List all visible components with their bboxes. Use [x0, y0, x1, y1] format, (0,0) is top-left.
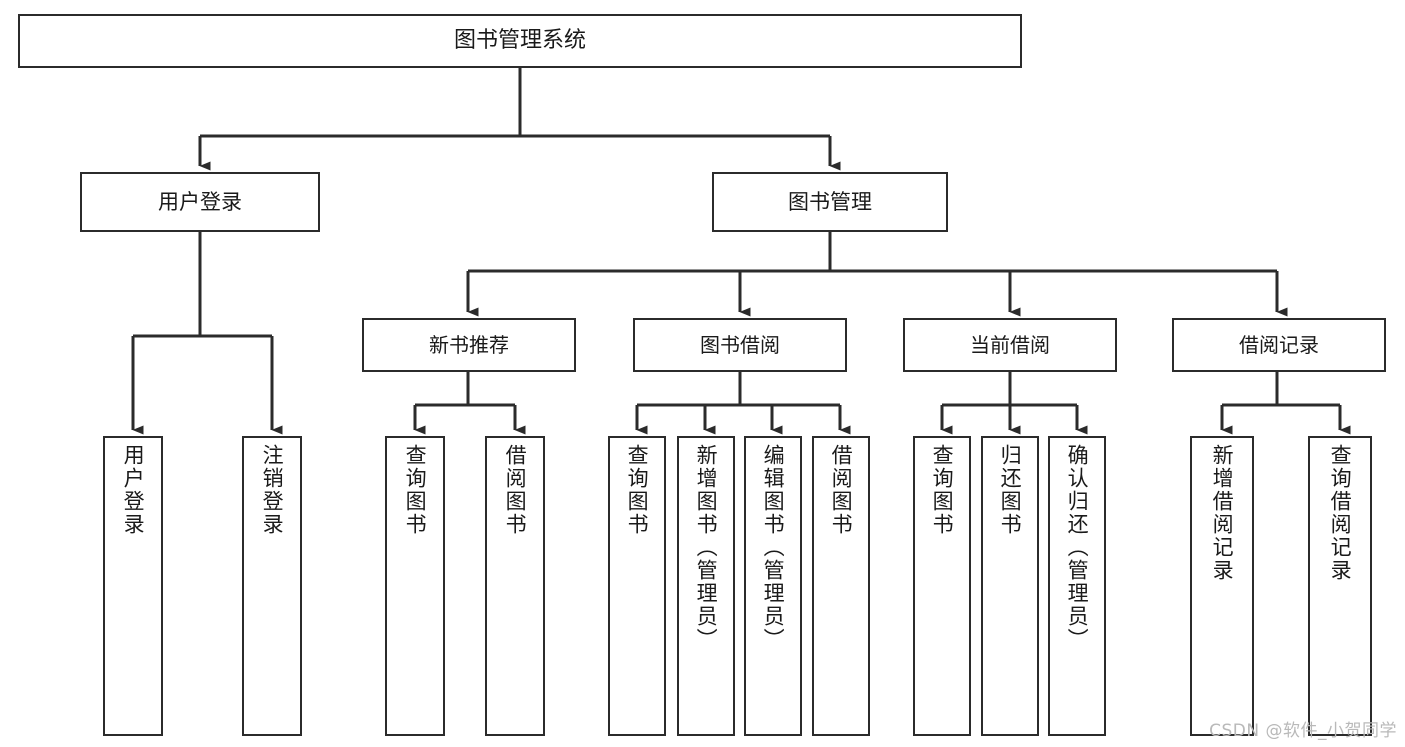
leaf-book-borrow-query[interactable]: 查询图书: [608, 436, 666, 736]
node-label: 用户登录: [121, 444, 146, 536]
node-label: 查询图书: [625, 444, 650, 536]
leaf-current-borrow-return[interactable]: 归还图书: [981, 436, 1039, 736]
node-book-borrow[interactable]: 图书借阅: [633, 318, 847, 372]
node-label: 确认归还（管理员）: [1065, 444, 1090, 651]
node-label: 注销登录: [260, 444, 285, 536]
node-label: 归还图书: [998, 444, 1023, 536]
leaf-user-login-signout[interactable]: 注销登录: [242, 436, 302, 736]
node-label: 借阅图书: [503, 444, 528, 536]
node-label: 新增借阅记录: [1210, 444, 1235, 582]
node-label: 查询图书: [403, 444, 428, 536]
leaf-new-book-borrow[interactable]: 借阅图书: [485, 436, 545, 736]
leaf-book-borrow-add[interactable]: 新增图书（管理员）: [677, 436, 735, 736]
csdn-watermark: CSDN @软件_小贺同学: [1209, 721, 1397, 741]
node-label: 编辑图书（管理员）: [761, 444, 786, 651]
node-user-login[interactable]: 用户登录: [80, 172, 320, 232]
node-label: 图书管理系统: [453, 28, 586, 54]
node-label: 用户登录: [158, 189, 242, 214]
node-label: 图书管理: [788, 189, 872, 214]
node-label: 新增图书（管理员）: [694, 444, 719, 651]
leaf-current-borrow-query[interactable]: 查询图书: [913, 436, 971, 736]
leaf-book-borrow-borrow[interactable]: 借阅图书: [812, 436, 870, 736]
node-label: 查询借阅记录: [1328, 444, 1353, 582]
leaf-current-borrow-confirm-return[interactable]: 确认归还（管理员）: [1048, 436, 1106, 736]
node-label: 借阅图书: [829, 444, 854, 536]
node-label: 查询图书: [930, 444, 955, 536]
leaf-borrow-record-query[interactable]: 查询借阅记录: [1308, 436, 1372, 736]
node-label: 当前借阅: [970, 332, 1050, 357]
leaf-borrow-record-add[interactable]: 新增借阅记录: [1190, 436, 1254, 736]
node-root-library-system[interactable]: 图书管理系统: [18, 14, 1022, 68]
node-label: 新书推荐: [429, 332, 509, 357]
node-label: 图书借阅: [700, 332, 780, 357]
node-book-management[interactable]: 图书管理: [712, 172, 948, 232]
leaf-new-book-query[interactable]: 查询图书: [385, 436, 445, 736]
node-current-borrow[interactable]: 当前借阅: [903, 318, 1117, 372]
node-borrow-record[interactable]: 借阅记录: [1172, 318, 1386, 372]
leaf-user-login-signin[interactable]: 用户登录: [103, 436, 163, 736]
node-label: 借阅记录: [1239, 332, 1319, 357]
leaf-book-borrow-edit[interactable]: 编辑图书（管理员）: [744, 436, 802, 736]
node-new-book-recommend[interactable]: 新书推荐: [362, 318, 576, 372]
